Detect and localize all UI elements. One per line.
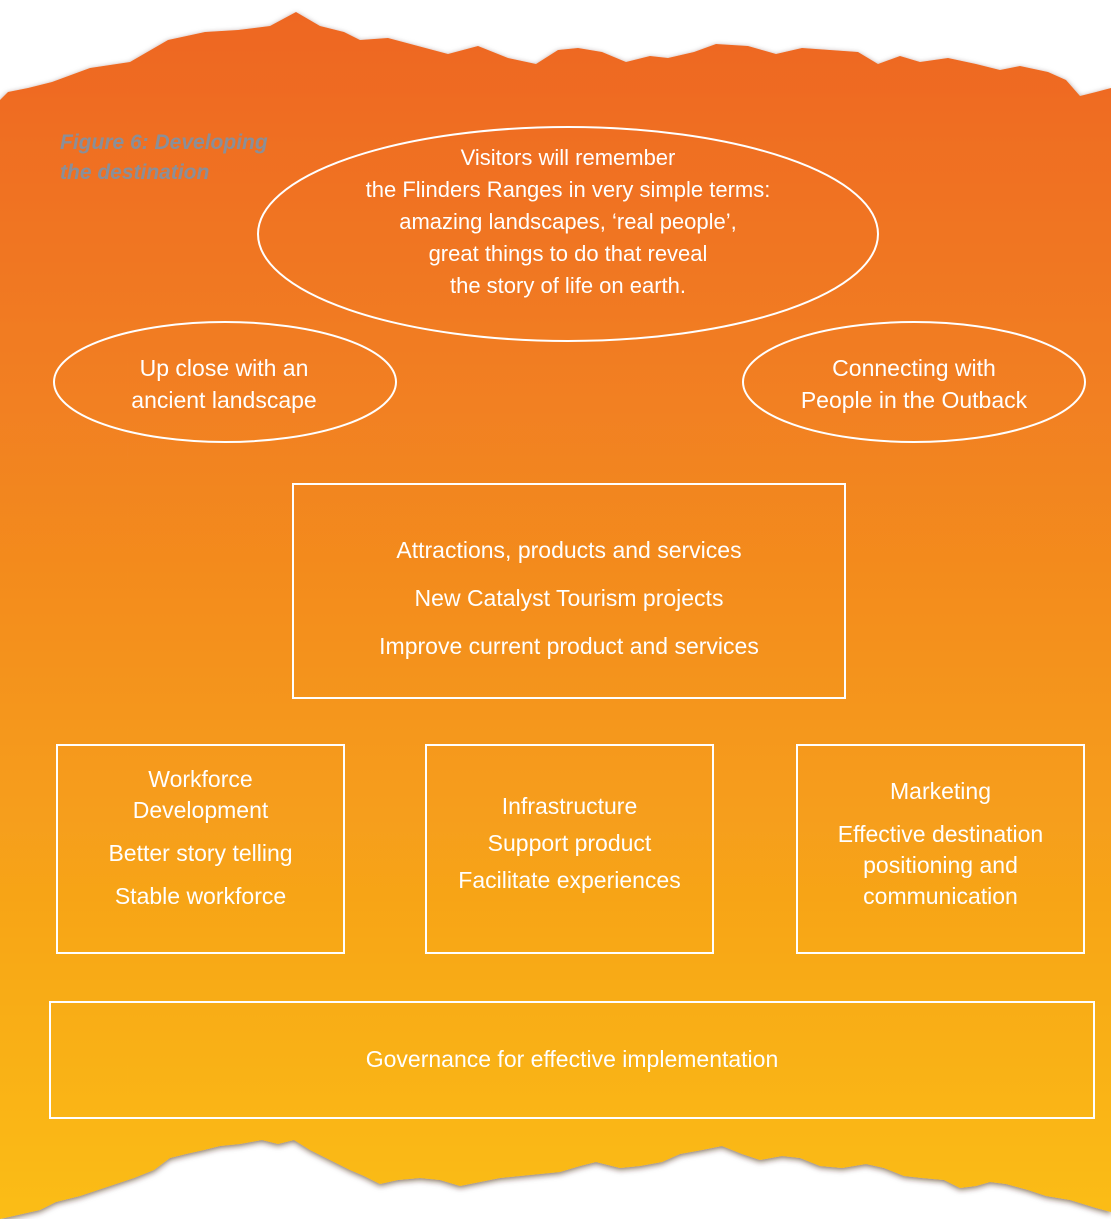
infrastructure-item: Support product [487,830,652,856]
governance-box [49,1001,1095,1119]
left-ellipse-line: ancient landscape [131,387,317,413]
governance-box-text: Governance for effective implementation [50,1044,1094,1075]
marketing-line: Effective destination [837,821,1044,847]
right-ellipse-text: Connecting with People in the Outback [764,352,1064,416]
left-ellipse [53,321,397,443]
marketing-box-text: Marketing Effective destination position… [797,776,1084,912]
center-box [292,483,846,699]
infrastructure-box-text: Infrastructure Support product Facilitat… [426,788,713,899]
workforce-item: Better story telling [108,840,293,866]
caption-line-1: Figure 6: Developing [60,131,268,154]
left-ellipse-text: Up close with an ancient landscape [74,352,374,416]
top-ellipse-line: the story of life on earth. [449,273,687,298]
marketing-line: communication [863,883,1018,909]
governance-label: Governance for effective implementation [365,1046,779,1072]
workforce-box-text: Workforce Development Better story telli… [57,764,344,912]
infrastructure-box [425,744,714,954]
right-ellipse-line: People in the Outback [800,387,1028,413]
torn-paper-shape [0,12,1111,1219]
workforce-title: Workforce [148,766,253,792]
caption-line-2: the destination [60,161,210,184]
center-box-text: Attractions, products and services New C… [293,526,845,670]
center-box-line: New Catalyst Tourism projects [414,585,724,611]
top-ellipse-line: the Flinders Ranges in very simple terms… [365,177,771,202]
top-ellipse-line: great things to do that reveal [428,241,708,266]
workforce-item: Stable workforce [114,883,287,909]
workforce-title: Development [132,797,269,823]
right-ellipse-line: Connecting with [832,355,996,381]
top-ellipse-text: Visitors will remember the Flinders Rang… [288,142,848,302]
center-box-line: Improve current product and services [379,633,759,659]
figure-caption: Figure 6: Developing the destination [60,128,300,188]
left-ellipse-line: Up close with an [139,355,309,381]
infrastructure-title: Infrastructure [501,793,638,819]
marketing-box [796,744,1085,954]
right-ellipse [742,321,1086,443]
workforce-box [56,744,345,954]
top-ellipse-line: Visitors will remember [460,145,676,170]
top-ellipse [257,126,879,342]
marketing-line: positioning and [863,852,1018,878]
marketing-title: Marketing [890,778,991,804]
infrastructure-item: Facilitate experiences [458,867,681,893]
top-ellipse-line: amazing landscapes, ‘real people’, [399,209,737,234]
center-box-line: Attractions, products and services [396,537,742,563]
